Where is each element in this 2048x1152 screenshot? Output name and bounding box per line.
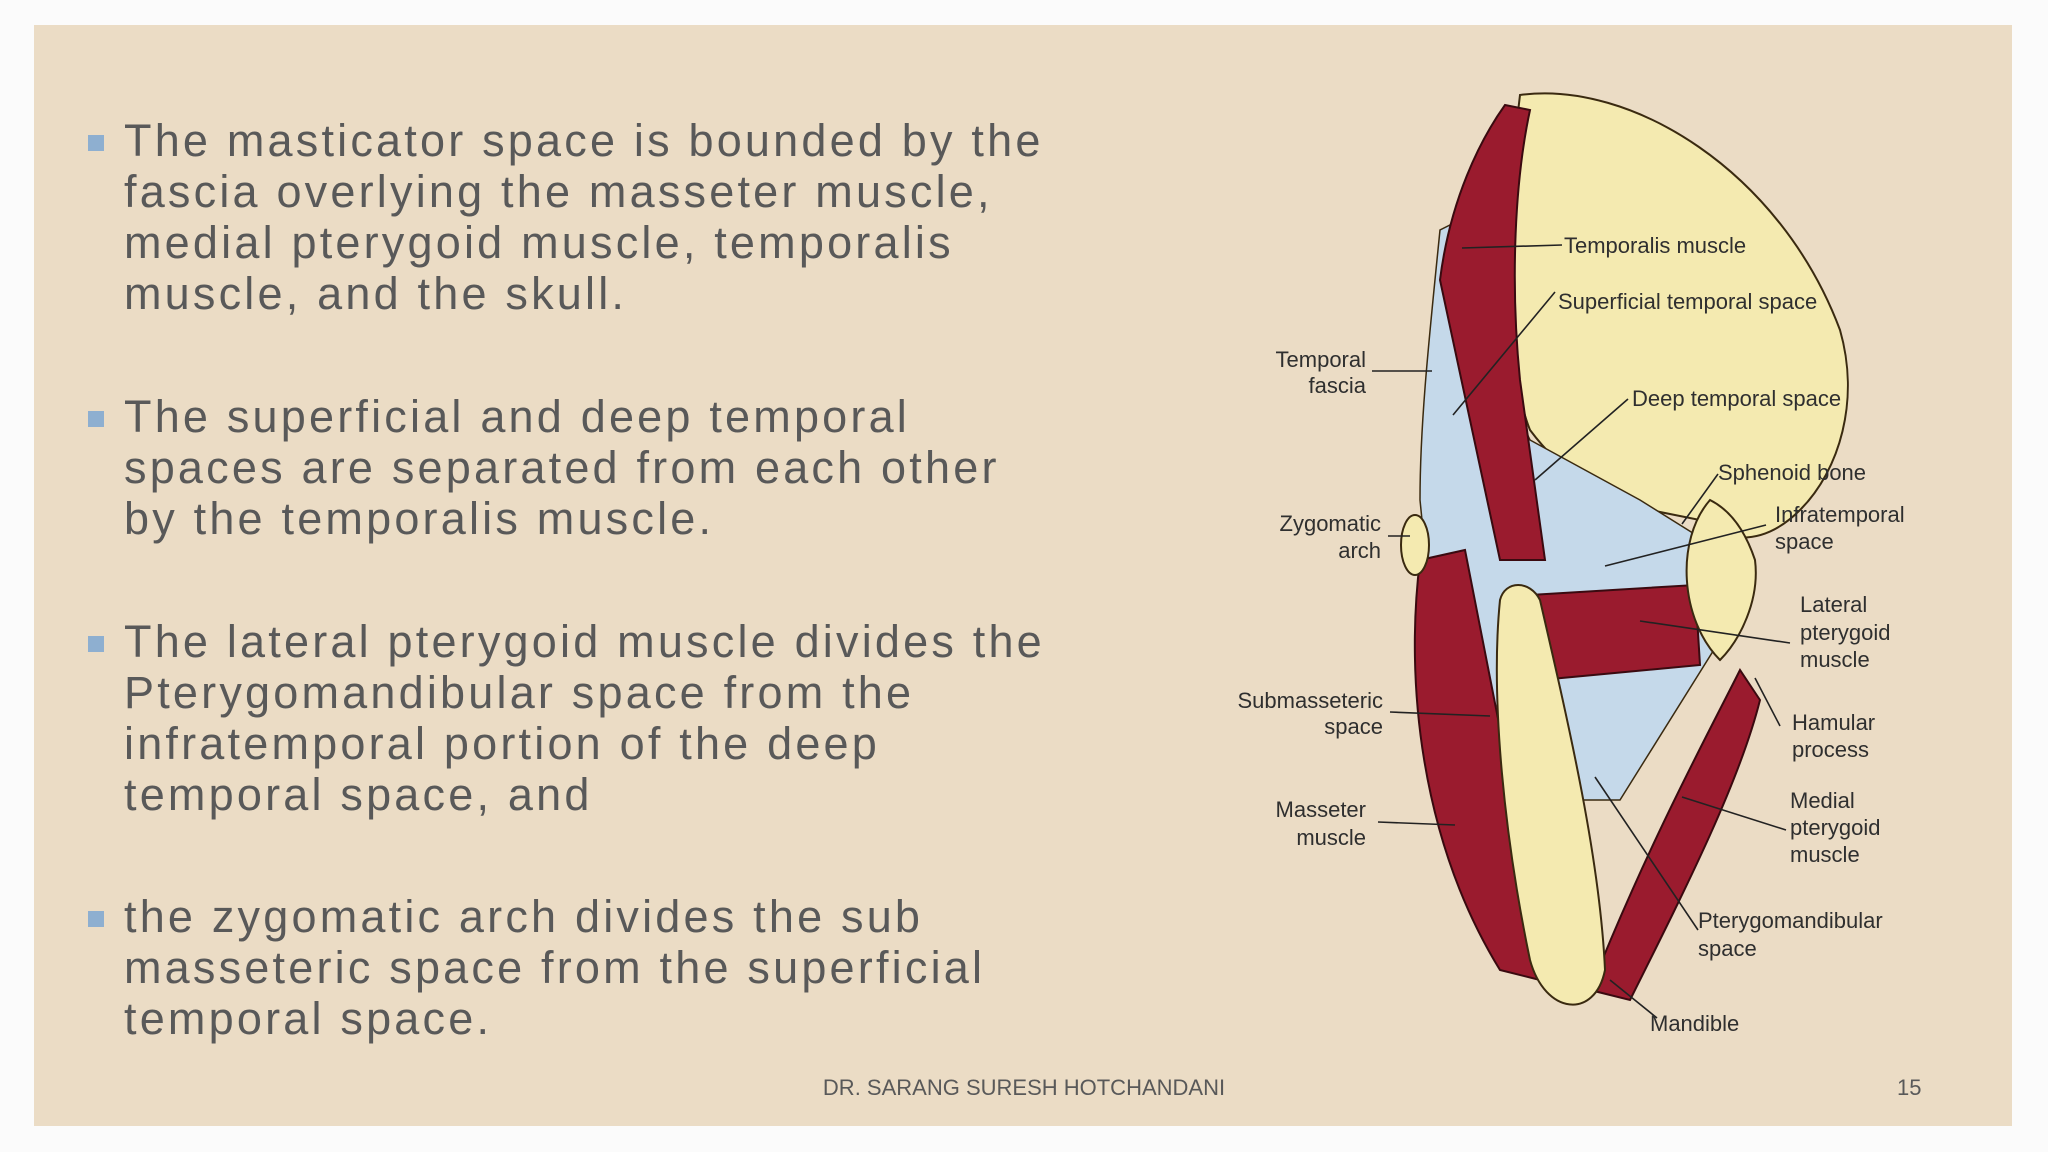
label-medial-pterygoid: muscle [1790,842,1860,867]
bullet-item: the zygomatic arch divides the sub masse… [88,891,985,1044]
leader-lines [1372,244,1791,1019]
footer-author: DR. SARANG SURESH HOTCHANDANI [822,1075,1226,1100]
zygomatic-arch-shape [1400,514,1430,576]
label-zygomatic-arch: arch [1338,538,1381,563]
label-submasseteric-space: Submasseteric [1237,688,1383,713]
label-zygomatic-arch: Zygomatic [1280,511,1381,536]
temporalis-muscle-shape [1438,103,1547,561]
label-lateral-pterygoid: Lateral [1800,592,1867,617]
label-lateral-pterygoid: muscle [1800,647,1870,672]
label-superficial-temporal-space: Superficial temporal space [1558,289,1817,314]
bullet-marker [88,636,104,652]
bullet-marker [88,411,104,427]
label-mandible: Mandible [1650,1011,1739,1036]
medial-pterygoid-shape [1588,668,1762,1002]
masseter-muscle-shape [1413,548,1542,982]
bullet-item: The masticator space is bounded by the f… [88,115,1044,319]
label-medial-pterygoid: Medial [1790,788,1855,813]
bullet-marker [88,911,104,927]
label-medial-pterygoid: pterygoid [1790,815,1881,840]
label-sphenoid-bone: Sphenoid bone [1718,460,1866,485]
masticator-space-diagram: Temporalis muscle Superficial temporal s… [1237,92,1905,1036]
bullet-item: The lateral pterygoid muscle divides the… [88,616,1045,820]
label-pterygomandibular-space: Pterygomandibular [1698,908,1883,933]
label-hamular-process: Hamular [1792,710,1875,735]
mandible-shape [1495,584,1607,1006]
page-number: 15 [1897,1075,1922,1100]
label-hamular-process: process [1792,737,1869,762]
label-temporal-fascia: Temporal [1276,347,1366,372]
bullet-text: The masticator space is bounded by the f… [124,115,1044,319]
label-infratemporal-space: Infratemporal [1775,502,1905,527]
label-masseter-muscle: Masseter [1276,797,1366,822]
label-deep-temporal-space: Deep temporal space [1632,386,1841,411]
bullet-text: The superficial and deep temporal spaces… [124,391,1000,544]
bullet-text: The lateral pterygoid muscle divides the… [124,616,1045,820]
bullet-item: The superficial and deep temporal spaces… [88,391,1000,544]
label-masseter-muscle: muscle [1296,825,1366,850]
label-submasseteric-space: space [1324,714,1383,739]
label-pterygomandibular-space: space [1698,936,1757,961]
label-lateral-pterygoid: pterygoid [1800,620,1891,645]
bullet-text: the zygomatic arch divides the sub masse… [124,891,986,1044]
label-infratemporal-space: space [1775,529,1834,554]
bullet-marker [88,135,104,151]
label-temporalis-muscle: Temporalis muscle [1564,233,1746,258]
label-temporal-fascia: fascia [1309,373,1367,398]
